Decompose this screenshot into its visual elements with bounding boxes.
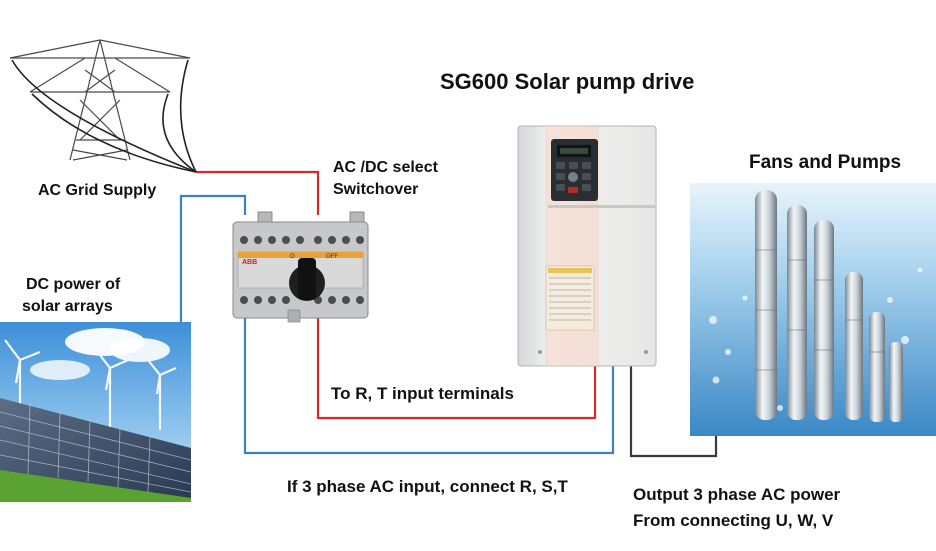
switchover-label-line1: AC /DC select [333,159,438,176]
switchover-label-line2: Switchover [333,181,419,198]
dc-power-label-line2: solar arrays [22,298,113,315]
grid-supply-label: AC Grid Supply [38,182,157,199]
wind-turbine-icon [4,339,177,430]
output-label-line2: From connecting U, W, V [633,511,834,530]
fans-pumps-label: Fans and Pumps [749,152,902,173]
switch-on-label: O [290,254,295,260]
red-wire-switch-to-drive [316,318,597,420]
diagram-title: SG600 Solar pump drive [440,69,695,94]
three-phase-input-label: If 3 phase AC input, connect R, S,T [287,477,568,496]
switch-brand-label: ABB [242,259,257,266]
pump-icon [755,190,903,422]
output-label-line1: Output 3 phase AC power [633,485,841,504]
dark-wire-drive-to-pumps [629,366,718,458]
sg600-drive [517,125,657,367]
input-terminals-label: To R, T input terminals [331,384,514,403]
dc-power-label-line1: DC power of [26,276,121,293]
blue-wire-solar-to-switch [179,194,247,322]
transmission-tower-icon [9,39,197,173]
solar-array-image [0,322,192,502]
pumps-image [690,183,936,436]
wires [179,170,718,458]
blue-wire-switch-to-drive [243,318,615,455]
switch-off-label: OFF [326,254,338,260]
red-wire-grid-to-switch [196,170,320,215]
ac-dc-switch: ABB O OFF [232,211,369,323]
